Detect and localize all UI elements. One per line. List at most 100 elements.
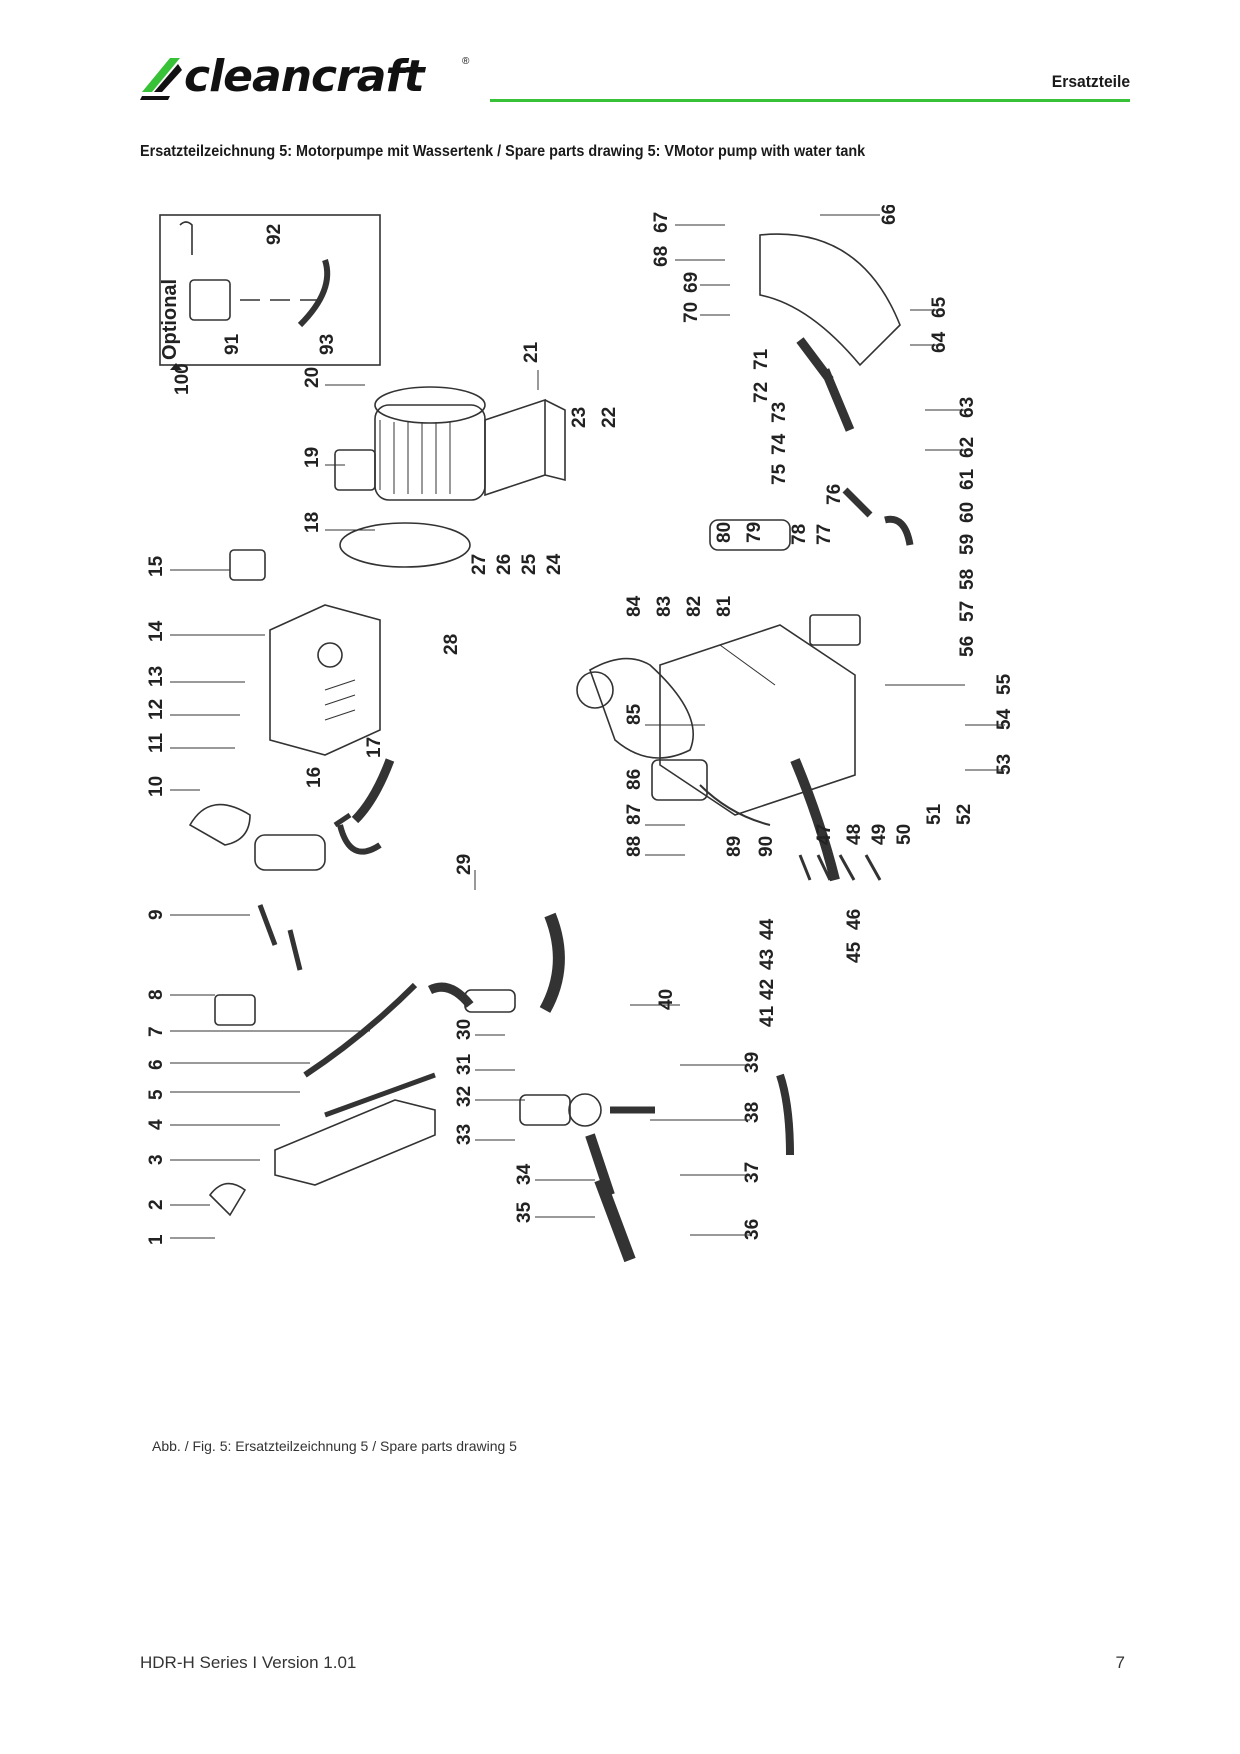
tank-lid-83 xyxy=(589,657,694,759)
callout-100: 100 xyxy=(172,363,193,395)
callout-62: 62 xyxy=(957,437,978,458)
callout-53: 53 xyxy=(994,754,1015,775)
callout-38: 38 xyxy=(742,1102,763,1123)
callout-43: 43 xyxy=(757,949,778,970)
callout-46: 46 xyxy=(844,909,865,930)
connector-29 xyxy=(427,982,474,1008)
callout-88: 88 xyxy=(624,836,645,857)
callout-51: 51 xyxy=(924,803,945,825)
callout-65: 65 xyxy=(929,296,950,318)
callout-72: 72 xyxy=(751,382,772,403)
callout-14: 14 xyxy=(146,620,167,642)
callout-50: 50 xyxy=(894,824,915,845)
callout-59: 59 xyxy=(957,534,978,555)
brand-name: cleancraft xyxy=(184,51,425,102)
callout-37: 37 xyxy=(742,1162,763,1183)
section-title: Ersatzteile xyxy=(1051,72,1130,91)
callout-71: 71 xyxy=(751,348,772,370)
callout-40: 40 xyxy=(656,989,677,1010)
callout-85: 85 xyxy=(624,703,645,725)
callout-13: 13 xyxy=(146,666,167,687)
footer-version: HDR-H Series I Version 1.01 xyxy=(140,1653,357,1672)
callout-92: 92 xyxy=(264,224,285,245)
callout-4: 4 xyxy=(146,1119,167,1130)
callout-63: 63 xyxy=(957,397,978,418)
optional-part-91 xyxy=(189,279,231,321)
callout-67: 67 xyxy=(651,212,672,233)
filter-77 xyxy=(709,519,791,551)
pressure-switch-8 xyxy=(214,994,256,1026)
part-2 xyxy=(208,1182,247,1217)
callout-73: 73 xyxy=(769,402,790,423)
callout-47: 47 xyxy=(814,824,835,845)
float-switch-86 xyxy=(651,759,708,801)
callout-25: 25 xyxy=(519,553,540,575)
spare-parts-drawing: 1 2 3 4 5 6 7 8 9 10 11 12 13 14 15 16 1… xyxy=(146,205,1015,1263)
manifold-30 xyxy=(464,989,516,1013)
tee-32 xyxy=(568,1093,602,1127)
flange-ring xyxy=(339,522,471,568)
callout-84: 84 xyxy=(624,595,645,617)
callout-2: 2 xyxy=(146,1199,167,1210)
callout-83: 83 xyxy=(654,596,675,617)
callout-1: 1 xyxy=(146,1234,167,1245)
callout-93: 93 xyxy=(317,334,338,355)
callout-48: 48 xyxy=(844,824,865,845)
callout-56: 56 xyxy=(957,636,978,657)
motor-mount-plate xyxy=(484,398,546,497)
callout-55: 55 xyxy=(994,673,1015,695)
motor-fan-cover xyxy=(374,386,486,424)
callout-70: 70 xyxy=(681,302,702,323)
callout-86: 86 xyxy=(624,769,645,790)
registered-mark: ® xyxy=(462,56,470,67)
callout-16: 16 xyxy=(304,767,325,788)
callout-74: 74 xyxy=(769,433,790,455)
callout-15: 15 xyxy=(146,555,167,577)
pump-head xyxy=(269,604,381,756)
unloader-knob xyxy=(188,803,251,846)
callout-10: 10 xyxy=(146,776,167,797)
callout-32: 32 xyxy=(454,1086,475,1107)
callout-24: 24 xyxy=(544,553,565,575)
callout-34: 34 xyxy=(514,1163,535,1185)
callout-18: 18 xyxy=(302,512,323,533)
callout-29: 29 xyxy=(454,854,475,875)
hose-52 xyxy=(790,758,840,882)
callout-87: 87 xyxy=(624,804,645,825)
callout-80: 80 xyxy=(714,522,735,543)
brand-logo: cleancraft ® xyxy=(140,52,480,102)
logo-mark-icon xyxy=(140,58,182,100)
callout-26: 26 xyxy=(494,554,515,575)
callout-49: 49 xyxy=(869,824,890,845)
callout-33: 33 xyxy=(454,1124,475,1145)
hose-59 xyxy=(884,515,914,546)
callout-11: 11 xyxy=(146,732,167,753)
optional-label: Optional xyxy=(159,279,181,360)
frame-66 xyxy=(759,233,901,367)
callout-81: 81 xyxy=(714,595,735,617)
callout-64: 64 xyxy=(929,331,950,353)
page-heading: Ersatzteilzeichnung 5: Motorpumpe mit Wa… xyxy=(140,143,866,160)
callout-44: 44 xyxy=(757,918,778,940)
callout-82: 82 xyxy=(684,596,705,617)
callout-52: 52 xyxy=(954,804,975,825)
cap-84 xyxy=(576,671,614,709)
callout-6: 6 xyxy=(146,1059,167,1070)
fitting-33 xyxy=(519,1094,571,1126)
callout-7: 7 xyxy=(146,1026,167,1037)
callout-17: 17 xyxy=(364,737,385,758)
callout-42: 42 xyxy=(757,979,778,1000)
callout-79: 79 xyxy=(744,522,765,543)
callout-31: 31 xyxy=(454,1053,475,1075)
optional-pointer-icon xyxy=(170,363,182,370)
callout-60: 60 xyxy=(957,502,978,523)
callout-28: 28 xyxy=(441,634,462,655)
callout-41: 41 xyxy=(757,1005,778,1027)
motor-body xyxy=(374,404,486,501)
callout-45: 45 xyxy=(844,941,865,963)
callout-77: 77 xyxy=(814,524,835,545)
plate-57 xyxy=(809,614,861,646)
callout-78: 78 xyxy=(789,524,810,545)
optional-part-92a xyxy=(179,221,193,255)
hose-17 xyxy=(337,824,382,855)
